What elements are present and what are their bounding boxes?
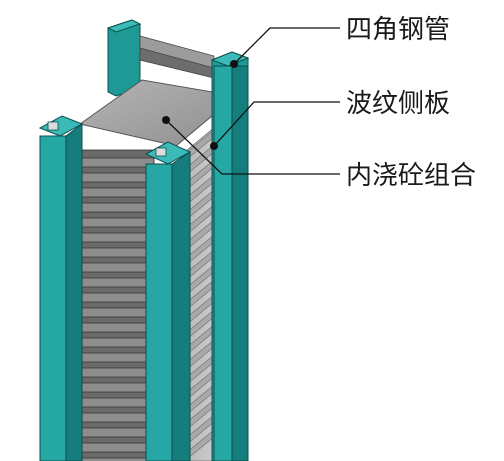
corrugation-rib bbox=[65, 457, 155, 461]
leader-dot bbox=[210, 142, 218, 150]
label-concrete-core: 内浇砼组合 bbox=[346, 161, 476, 191]
callout-corrugated-plate: 波纹侧板 bbox=[210, 89, 450, 150]
steel-tube-front-right bbox=[144, 141, 192, 461]
label-steel-tube: 四角钢管 bbox=[346, 15, 450, 45]
label-corrugated-plate: 波纹侧板 bbox=[346, 89, 450, 119]
corrugated-plate-back bbox=[139, 35, 215, 79]
callout-concrete-core: 内浇砼组合 bbox=[162, 116, 476, 191]
callout-steel-tube: 四角钢管 bbox=[230, 15, 450, 68]
leader-dot bbox=[230, 60, 238, 68]
steel-tube-front-left bbox=[38, 115, 84, 461]
leader-dot bbox=[162, 116, 170, 124]
steel-tube-back-right bbox=[210, 51, 250, 461]
